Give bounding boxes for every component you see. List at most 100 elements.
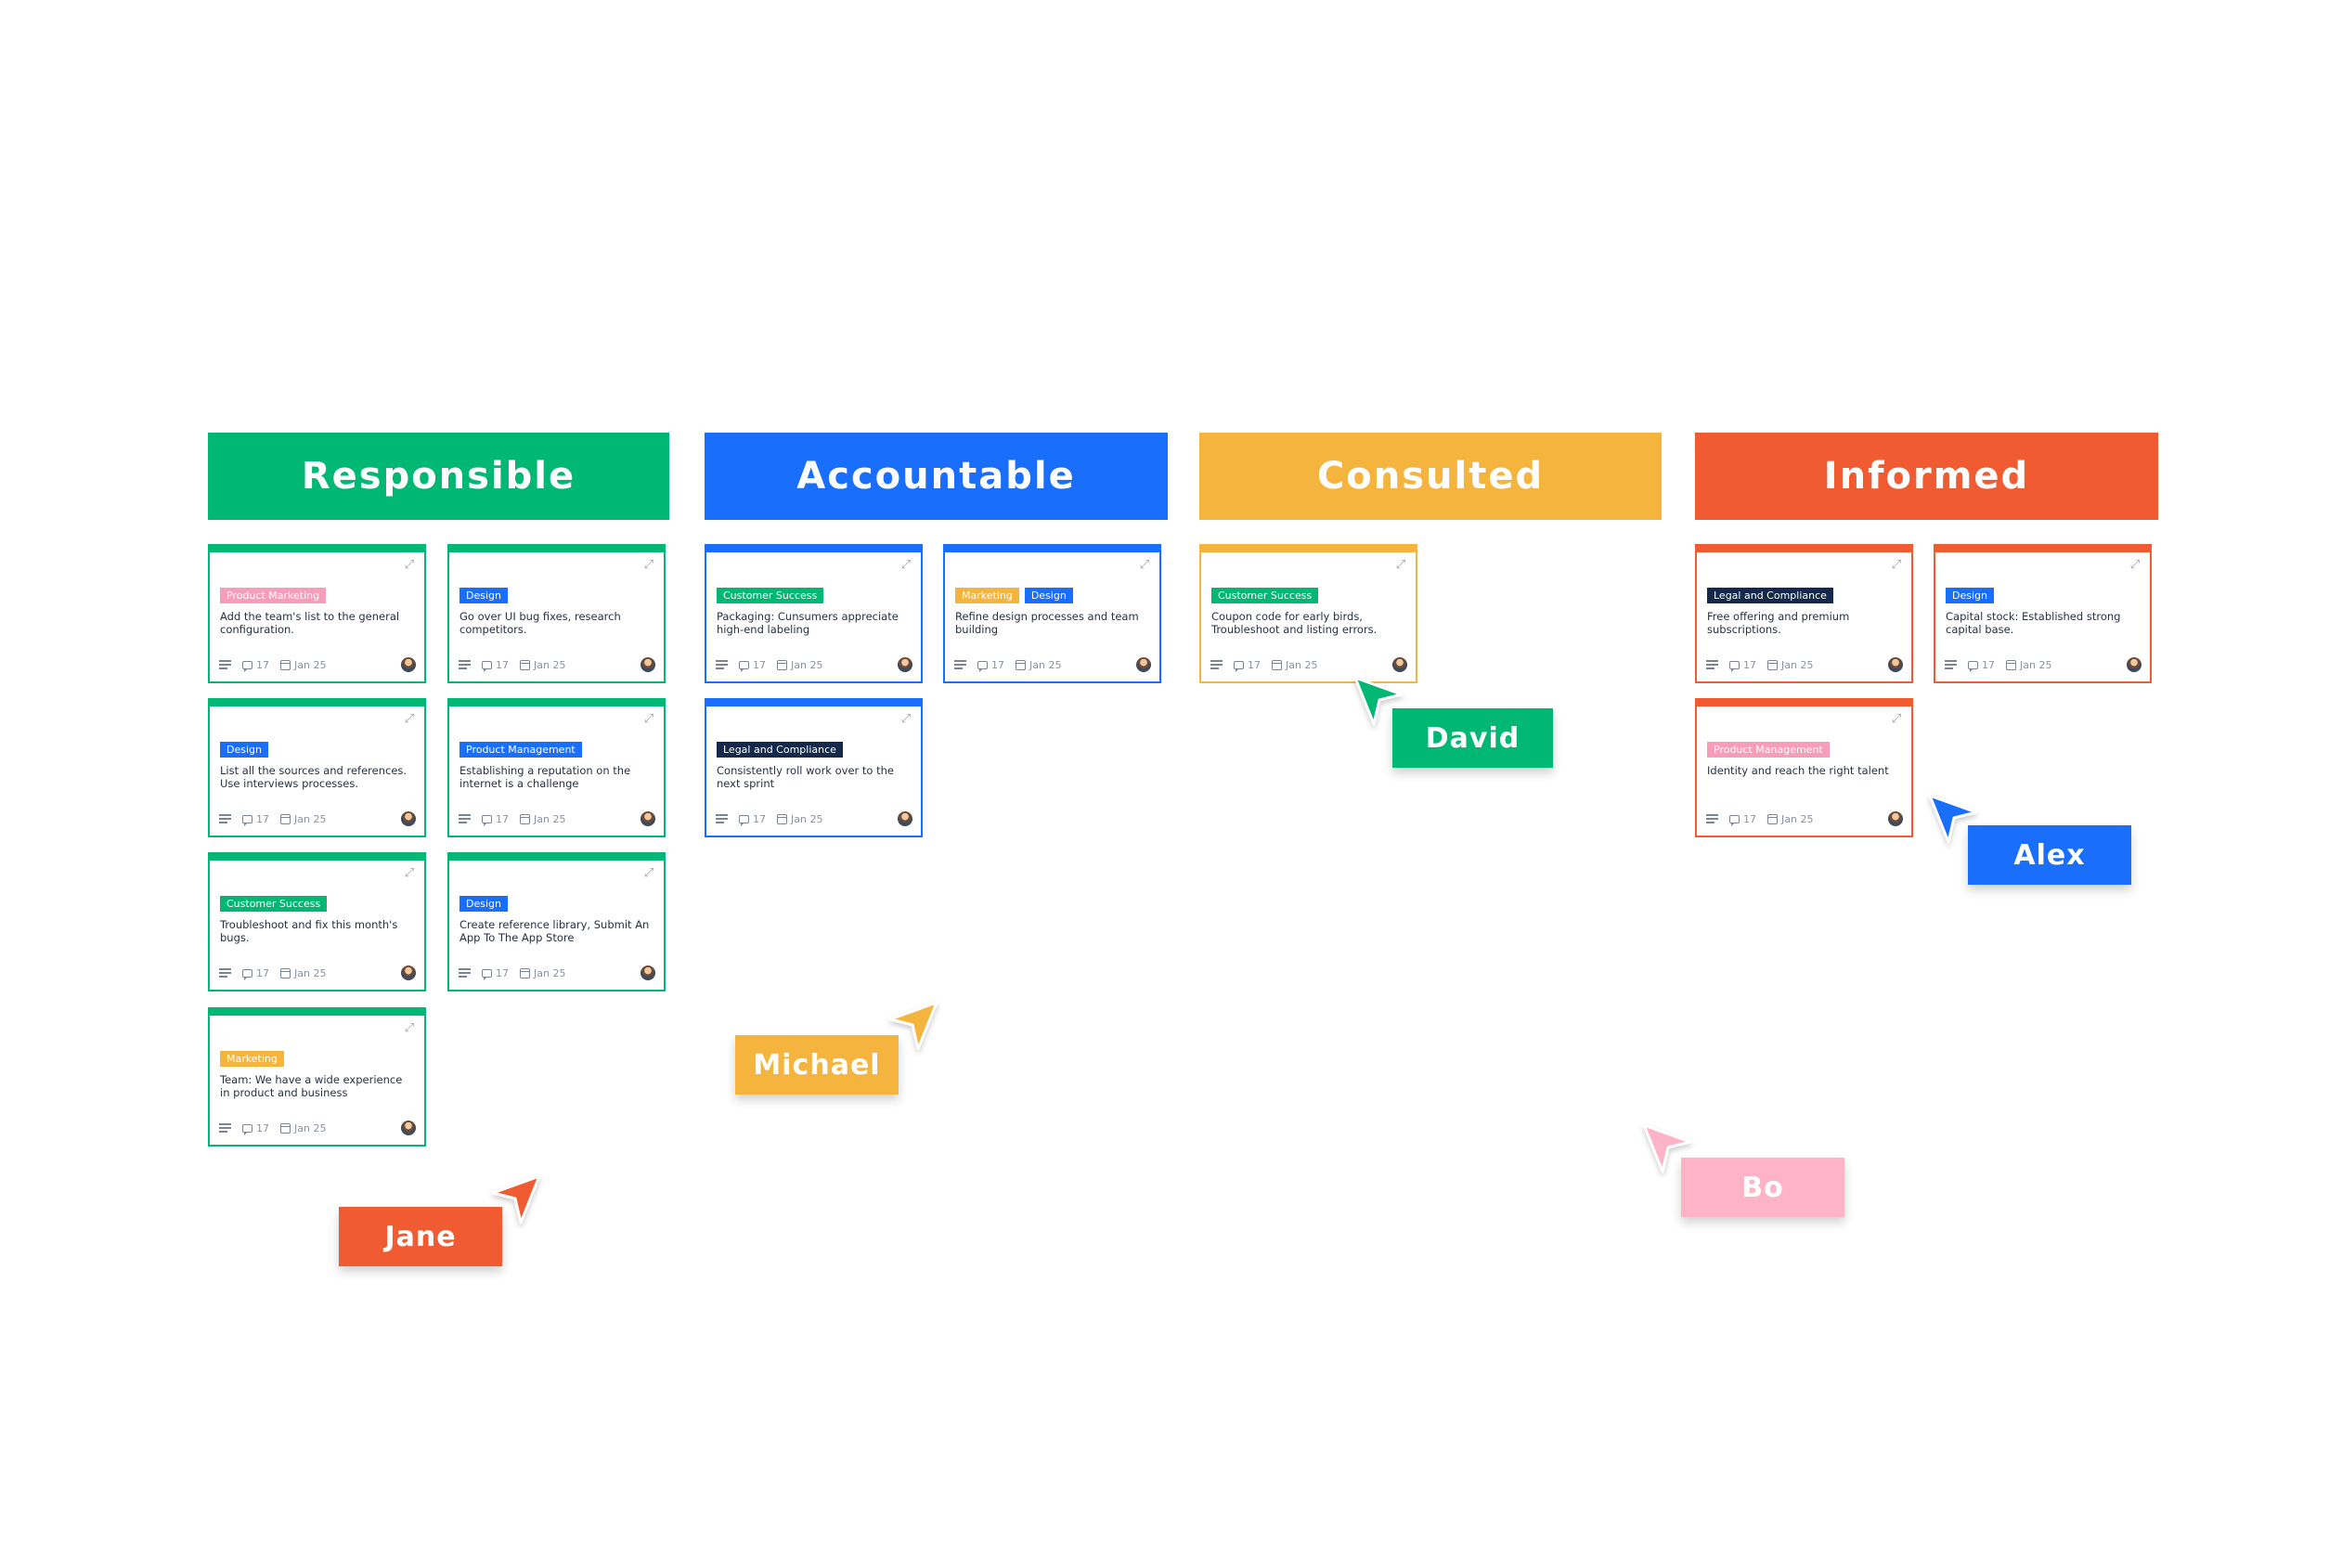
comment-icon[interactable]: [242, 814, 252, 826]
avatar[interactable]: [640, 657, 655, 672]
cursor-label-bo: Bo: [1681, 1158, 1844, 1217]
avatar[interactable]: [2127, 657, 2141, 672]
menu-lines-icon[interactable]: [716, 814, 728, 823]
expand-icon[interactable]: ⤢: [643, 558, 654, 572]
avatar[interactable]: [401, 965, 416, 980]
comment-icon[interactable]: [1968, 660, 1978, 672]
column-header-responsible[interactable]: Responsible: [208, 433, 669, 520]
menu-lines-icon[interactable]: [1706, 814, 1718, 823]
comment-icon[interactable]: [739, 660, 749, 672]
card-title[interactable]: Capital stock: Established strong capita…: [1946, 610, 2121, 636]
menu-lines-icon[interactable]: [1945, 660, 1957, 669]
card-title[interactable]: Free offering and premium subscriptions.: [1707, 610, 1850, 636]
menu-lines-icon[interactable]: [1706, 660, 1718, 669]
comment-icon[interactable]: [242, 1123, 252, 1135]
card-title[interactable]: List all the sources and references. Use…: [220, 764, 408, 790]
expand-icon[interactable]: ⤢: [404, 712, 415, 726]
card-title[interactable]: Troubleshoot and fix this month's bugs.: [220, 918, 398, 944]
expand-icon[interactable]: ⤢: [1891, 712, 1902, 726]
comment-count: 17: [256, 812, 269, 825]
comment-icon[interactable]: [482, 968, 492, 980]
avatar[interactable]: [898, 811, 912, 826]
cursor-arrow-icon: [888, 1001, 938, 1051]
comment-icon[interactable]: [977, 660, 988, 672]
avatar[interactable]: [640, 965, 655, 980]
avatar[interactable]: [401, 1121, 416, 1135]
card-title[interactable]: Team: We have a wide experience in produ…: [220, 1073, 403, 1099]
expand-icon[interactable]: ⤢: [1395, 558, 1406, 572]
expand-icon[interactable]: ⤢: [900, 558, 912, 572]
card-title[interactable]: Refine design processes and team buildin…: [955, 610, 1139, 636]
cursor-label-michael: Michael: [735, 1035, 899, 1095]
expand-icon[interactable]: ⤢: [404, 558, 415, 572]
expand-icon[interactable]: ⤢: [404, 1021, 415, 1035]
menu-lines-icon[interactable]: [219, 814, 231, 823]
avatar[interactable]: [898, 657, 912, 672]
expand-icon[interactable]: ⤢: [643, 866, 654, 880]
menu-lines-icon[interactable]: [459, 660, 471, 669]
calendar-icon: [1767, 659, 1778, 670]
card-title[interactable]: Coupon code for early birds, Troubleshoo…: [1211, 610, 1378, 636]
menu-lines-icon[interactable]: [1210, 660, 1223, 669]
menu-lines-icon[interactable]: [459, 814, 471, 823]
card-title[interactable]: Create reference library, Submit An App …: [459, 918, 650, 944]
menu-lines-icon[interactable]: [219, 968, 231, 978]
menu-lines-icon[interactable]: [219, 660, 231, 669]
card-title[interactable]: Packaging: Cunsumers appreciate high-end…: [717, 610, 899, 636]
column-header-consulted[interactable]: Consulted: [1199, 433, 1662, 520]
comment-icon[interactable]: [482, 660, 492, 672]
card-title[interactable]: Go over UI bug fixes, research competito…: [459, 610, 621, 636]
calendar-icon: [280, 813, 291, 824]
avatar[interactable]: [1888, 657, 1903, 672]
avatar[interactable]: [640, 811, 655, 826]
menu-lines-icon[interactable]: [716, 660, 728, 669]
avatar[interactable]: [401, 811, 416, 826]
expand-icon[interactable]: ⤢: [404, 866, 415, 880]
expand-icon[interactable]: ⤢: [643, 712, 654, 726]
comment-icon[interactable]: [1234, 660, 1244, 672]
comment-icon[interactable]: [242, 968, 252, 980]
expand-icon[interactable]: ⤢: [1891, 558, 1902, 572]
calendar-icon: [280, 1122, 291, 1134]
comment-icon[interactable]: [482, 814, 492, 826]
avatar[interactable]: [1136, 657, 1151, 672]
card-tags: Design: [459, 588, 508, 603]
tag-badge: Customer Success: [1211, 588, 1319, 603]
avatar[interactable]: [1392, 657, 1407, 672]
menu-lines-icon[interactable]: [459, 968, 471, 978]
menu-lines-icon[interactable]: [954, 660, 966, 669]
column-header-accountable[interactable]: Accountable: [705, 433, 1168, 520]
expand-icon[interactable]: ⤢: [900, 712, 912, 726]
comment-icon[interactable]: [242, 660, 252, 672]
avatar[interactable]: [1888, 811, 1903, 826]
comment-count: 17: [496, 658, 509, 671]
expand-icon[interactable]: ⤢: [1139, 558, 1150, 572]
menu-lines-icon[interactable]: [219, 1123, 231, 1133]
card-title[interactable]: Consistently roll work over to the next …: [717, 764, 894, 790]
column-header-informed[interactable]: Informed: [1695, 433, 2158, 520]
comment-icon[interactable]: [1729, 814, 1740, 826]
task-card[interactable]: ⤢ Design Go over UI bug fixes, research co…: [447, 544, 666, 683]
expand-icon[interactable]: ⤢: [2129, 558, 2141, 572]
comment-icon[interactable]: [1729, 660, 1740, 672]
comment-count: 17: [1743, 658, 1756, 671]
card-title[interactable]: Add the team's list to the general confi…: [220, 610, 400, 636]
card-title[interactable]: Identity and reach the right talent: [1707, 764, 1889, 777]
comment-icon[interactable]: [739, 814, 749, 826]
card-title[interactable]: Establishing a reputation on the interne…: [459, 764, 631, 790]
avatar[interactable]: [401, 657, 416, 672]
